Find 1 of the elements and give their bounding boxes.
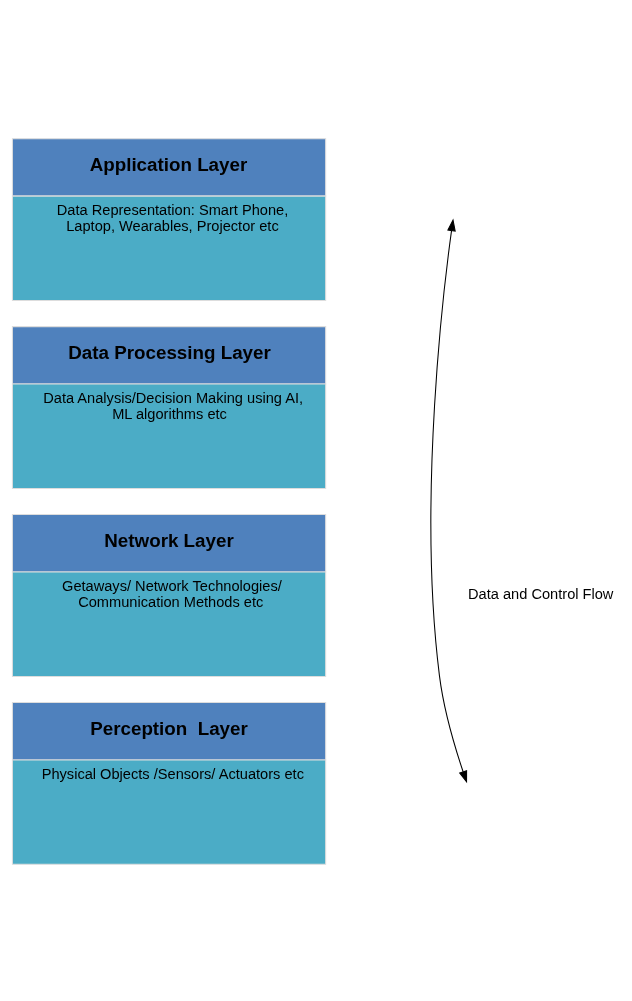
label: Data and Control Flow [468,585,614,602]
